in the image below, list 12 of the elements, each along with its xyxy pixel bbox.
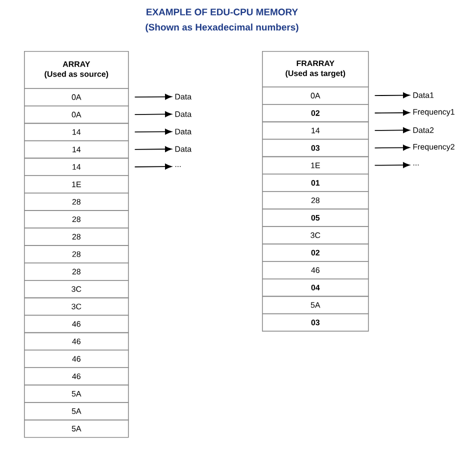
arrow	[134, 111, 172, 118]
title: EXAMPLE OF EDU-CPU MEMORY	[146, 8, 298, 16]
arrow	[134, 94, 172, 100]
arrow	[134, 164, 172, 170]
arrow	[374, 110, 410, 116]
arrow	[134, 128, 172, 135]
arrow	[374, 92, 410, 98]
arrow	[374, 144, 410, 151]
subtitle: (Shown as Hexadecimal numbers)	[146, 24, 298, 32]
arrow	[374, 127, 410, 134]
arrow	[134, 146, 172, 152]
arrow	[374, 162, 410, 168]
